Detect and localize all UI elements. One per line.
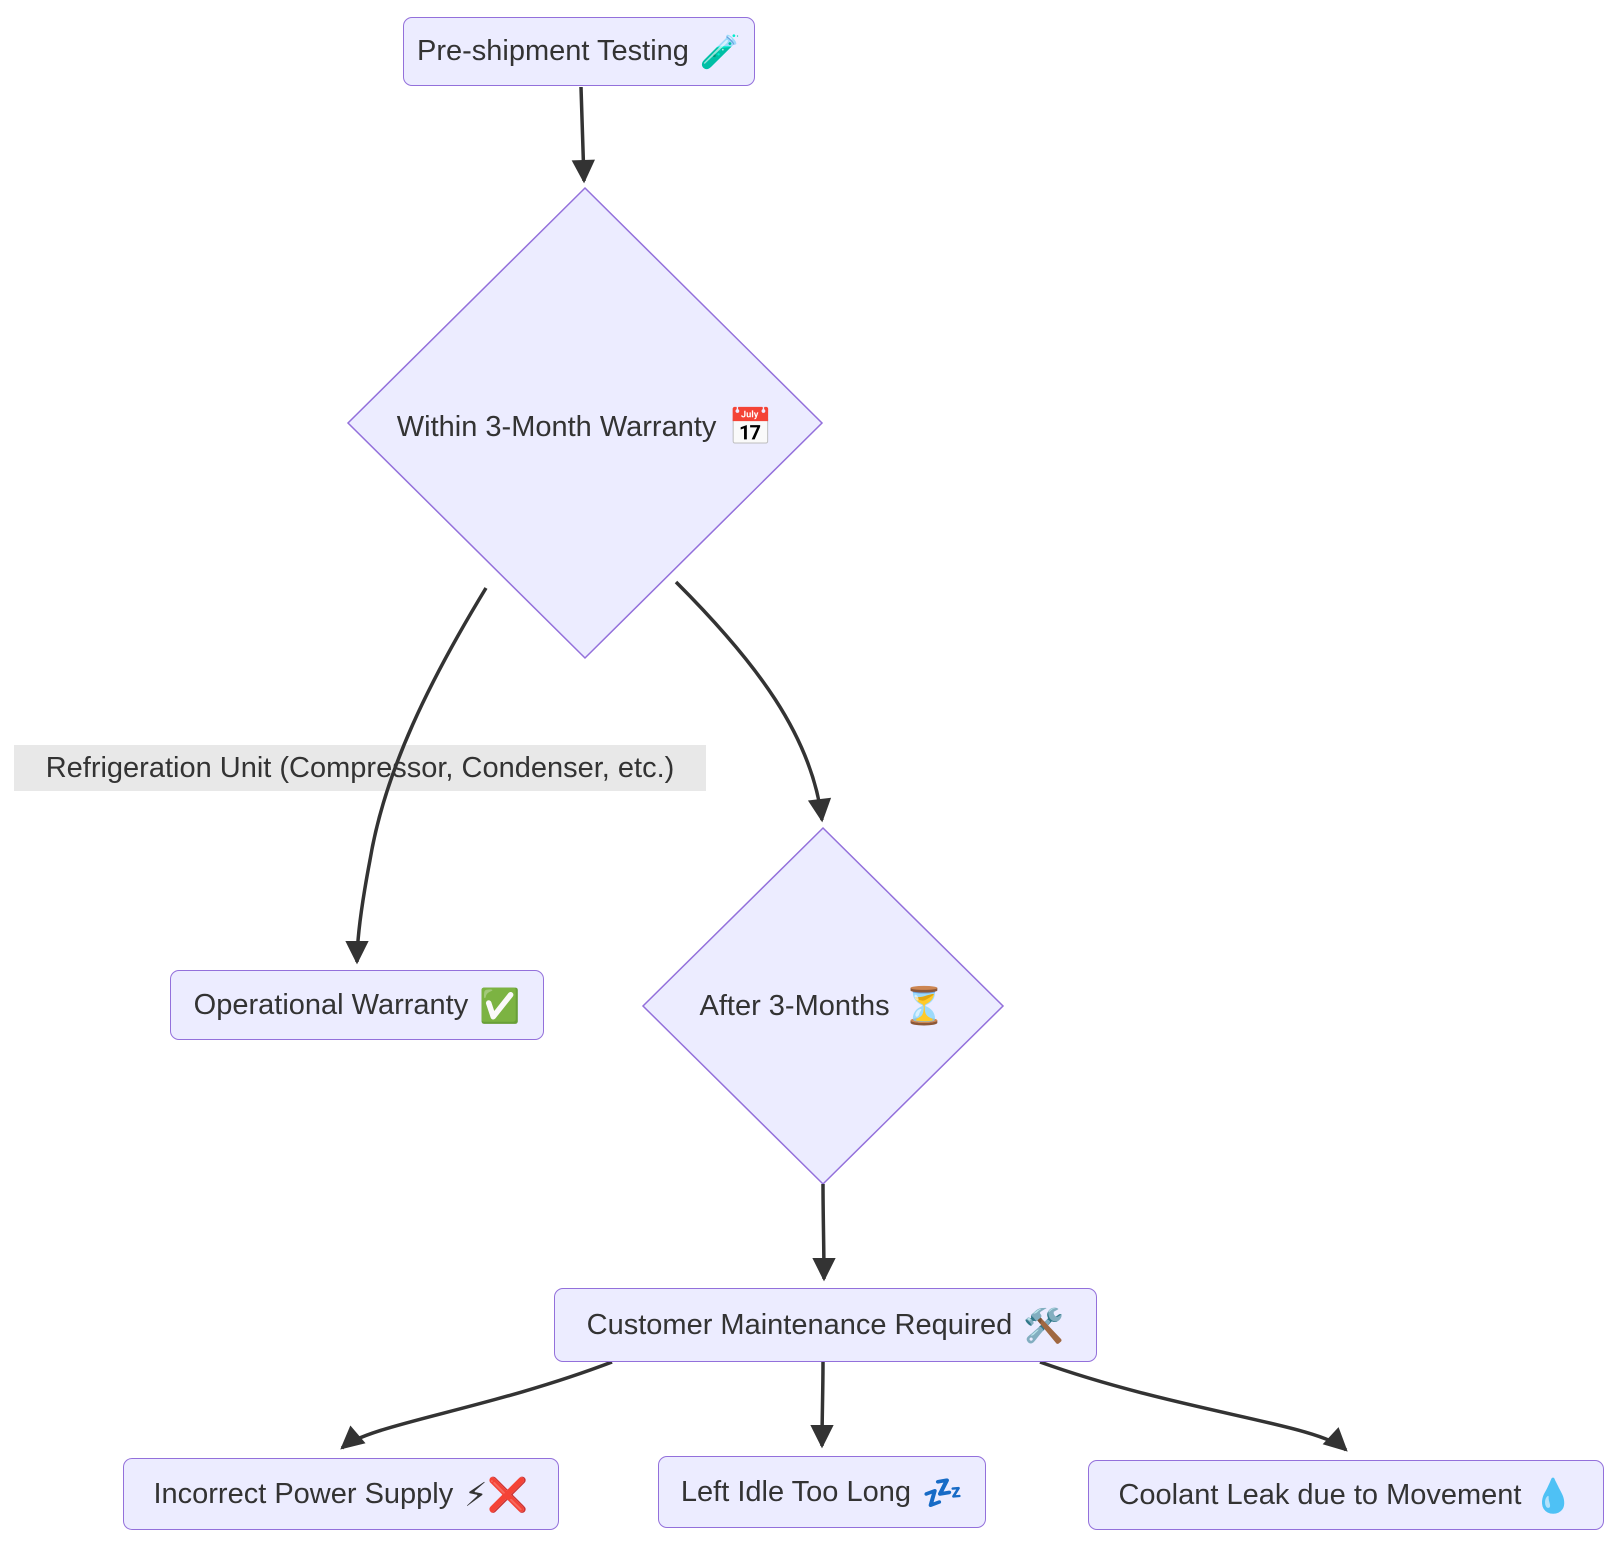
node-label: Incorrect Power Supply bbox=[153, 1477, 454, 1510]
node-label: Pre-shipment Testing bbox=[417, 35, 689, 67]
node-label: Within 3-Month Warranty bbox=[396, 410, 717, 443]
node-label: Customer Maintenance Required bbox=[586, 1308, 1013, 1341]
node-incorrect-power-supply: Incorrect Power Supply ⚡❌ bbox=[123, 1458, 559, 1530]
lightning-cross-icon: ⚡❌ bbox=[464, 1475, 529, 1513]
edge-customer-maintenance-to-incorrect-power bbox=[340, 1360, 613, 1450]
node-after-3-months: After 3-Months ⏳ bbox=[699, 988, 946, 1024]
droplet-icon: 💧 bbox=[1532, 1476, 1574, 1514]
edge-label: Refrigeration Unit (Compressor, Condense… bbox=[14, 745, 706, 791]
edge-pre-shipment-to-within-warranty bbox=[571, 86, 595, 184]
edge-label-background bbox=[14, 745, 706, 791]
node-label: Left Idle Too Long bbox=[680, 1475, 911, 1508]
calendar-icon: 📅 bbox=[728, 406, 774, 447]
edge-label-value: Refrigeration Unit (Compressor, Condense… bbox=[45, 751, 675, 784]
node-left-idle-too-long: Left Idle Too Long 💤 bbox=[658, 1456, 986, 1528]
node-customer-maintenance-required: Customer Maintenance Required 🛠️ bbox=[554, 1288, 1097, 1362]
edge-after-3-months-to-customer-maintenance bbox=[812, 1183, 836, 1282]
node-operational-warranty: Operational Warranty ✅ bbox=[170, 970, 544, 1040]
edge-customer-maintenance-to-left-idle bbox=[810, 1361, 834, 1449]
node-label: Operational Warranty bbox=[193, 988, 469, 1021]
decision-diamond-within-warranty bbox=[346, 186, 824, 660]
edge-customer-maintenance-to-coolant-leak bbox=[1039, 1360, 1348, 1452]
node-label: After 3-Months bbox=[699, 989, 890, 1022]
node-within-3-month-warranty: Within 3-Month Warranty 📅 bbox=[397, 409, 773, 445]
hourglass-icon: ⏳ bbox=[901, 985, 947, 1026]
edge-within-warranty-to-operational-warranty bbox=[345, 587, 488, 965]
node-coolant-leak-due-to-movement: Coolant Leak due to Movement 💧 bbox=[1088, 1460, 1604, 1530]
node-label: Coolant Leak due to Movement bbox=[1118, 1478, 1522, 1511]
test-tube-icon: 🧪 bbox=[699, 33, 741, 70]
edge-within-warranty-to-after-3-months bbox=[674, 580, 832, 823]
node-pre-shipment-testing: Pre-shipment Testing 🧪 bbox=[403, 17, 755, 86]
check-mark-icon: ✅ bbox=[479, 986, 521, 1024]
zzz-icon: 💤 bbox=[921, 1473, 964, 1511]
hammer-wrench-icon: 🛠️ bbox=[1023, 1306, 1065, 1344]
